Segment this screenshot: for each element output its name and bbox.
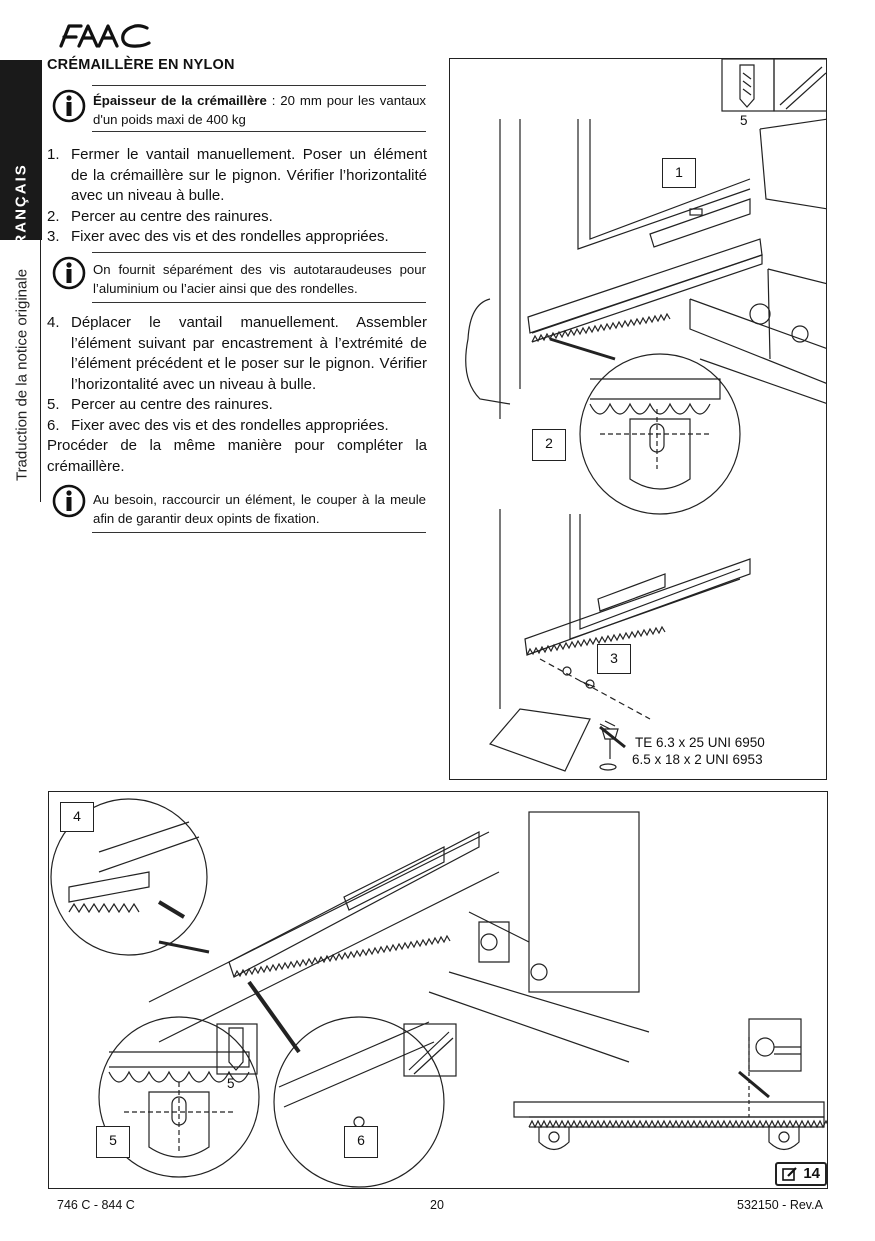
figure-label-4: 4 <box>60 802 94 832</box>
figure-steps-1-3: 1 2 3 5 TE 6.3 x 25 UNI 6950 6.5 x 18 x … <box>449 58 827 780</box>
info-note-cutting: Au besoin, raccourcir un élément, le cou… <box>52 482 426 534</box>
footer-doc-ref: 532150 - Rev.A <box>737 1198 823 1212</box>
spec-washer: 6.5 x 18 x 2 UNI 6953 <box>632 752 763 767</box>
note-bold: Épaisseur de la crémaillère <box>93 93 267 108</box>
figure-label-2: 2 <box>532 429 566 461</box>
note-text: Au besoin, raccourcir un élément, le cou… <box>93 492 426 526</box>
steps-list-a: 1.Fermer le vantail manuellement. Poser … <box>47 145 427 248</box>
language-tab-label: FRANÇAIS <box>12 163 30 257</box>
info-note-screws: On fournit séparément des vis autotaraud… <box>52 252 426 304</box>
faac-logo <box>59 24 151 48</box>
rack-installation-illustration <box>465 59 826 772</box>
side-subtitle: Traduction de la notice originale <box>13 268 31 482</box>
step-item: 1.Fermer le vantail manuellement. Poser … <box>47 146 427 204</box>
spec-screw: TE 6.3 x 25 UNI 6950 <box>635 735 765 750</box>
figure-label-5: 5 <box>96 1126 130 1158</box>
edit-icon <box>782 1167 797 1181</box>
language-tab: FRANÇAIS <box>0 60 42 257</box>
drill-size-label: 5 <box>227 1076 235 1091</box>
step-item: 5.Percer au centre des rainures. <box>47 396 273 413</box>
steps-list-b: 4.Déplacer le vantail manuellement. Asse… <box>47 313 427 436</box>
info-icon <box>52 89 86 123</box>
step-item: 6.Fixer avec des vis et des rondelles ap… <box>47 416 389 434</box>
figure-label-3: 3 <box>597 644 631 674</box>
info-icon <box>52 256 86 290</box>
note-text: On fournit séparément des vis autotaraud… <box>93 262 426 296</box>
side-divider <box>40 240 41 502</box>
step-item: 2.Percer au centre des rainures. <box>47 207 273 225</box>
figure-label-1: 1 <box>662 158 696 188</box>
note-body: : 20 mm pour les vantaux d'un poids maxi… <box>93 93 426 127</box>
rack-assembly-illustration <box>50 798 827 1188</box>
reference-badge: 14 <box>775 1162 827 1186</box>
info-note-thickness: Épaisseur de la crémaillère : 20 mm pour… <box>52 85 426 133</box>
figure-steps-4-6: 4 5 6 5 <box>48 791 828 1189</box>
closing-paragraph: Procéder de la même manière pour complét… <box>47 437 427 475</box>
figure-label-6: 6 <box>344 1126 378 1158</box>
note-text: Épaisseur de la crémaillère : 20 mm pour… <box>93 91 426 129</box>
info-icon <box>52 484 86 518</box>
step-item: 4.Déplacer le vantail manuellement. Asse… <box>47 314 427 393</box>
step-item: 3.Fixer avec des vis et des rondelles ap… <box>47 228 389 245</box>
footer-model: 746 C - 844 C <box>57 1198 135 1212</box>
section-title: CRÉMAILLÈRE EN NYLON <box>47 57 235 73</box>
footer-page-number: 20 <box>430 1198 444 1212</box>
drill-size-label: 5 <box>740 113 748 128</box>
reference-number: 14 <box>803 1165 820 1182</box>
